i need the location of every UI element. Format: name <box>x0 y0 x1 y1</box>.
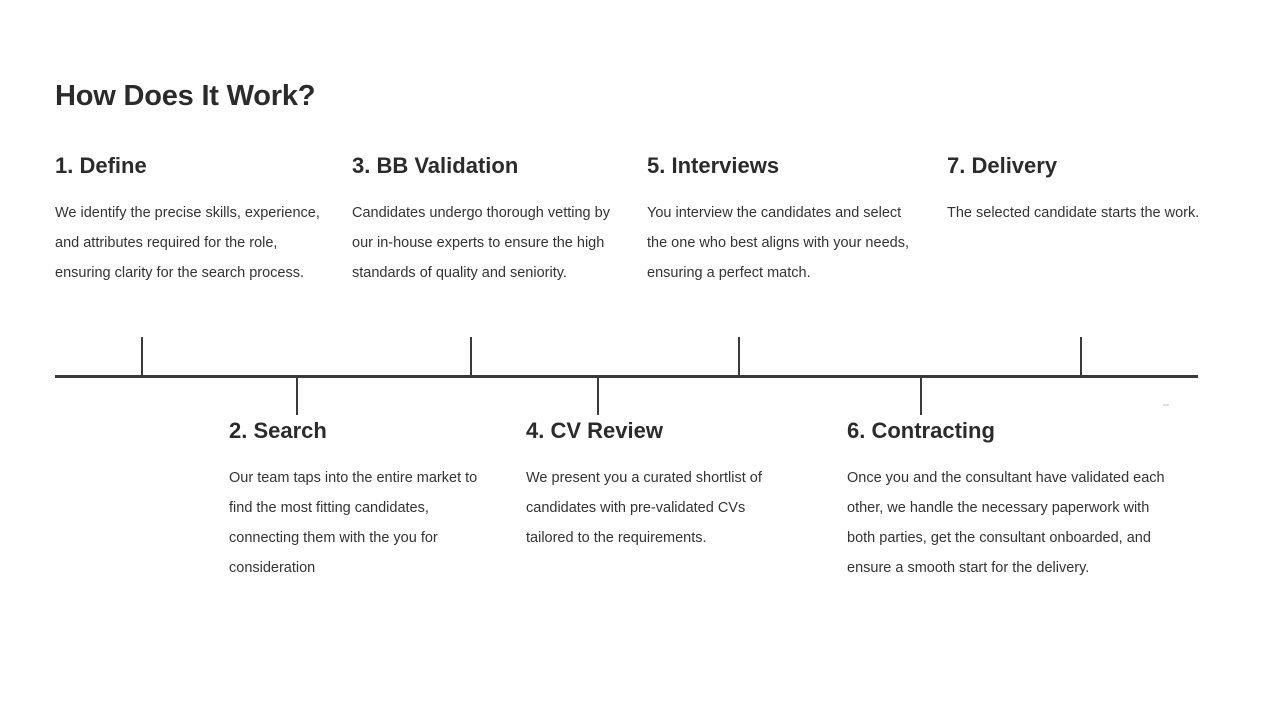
axis-artifact <box>1163 404 1169 406</box>
page-title: How Does It Work? <box>55 80 316 113</box>
step-body-3: Candidates undergo thorough vetting by o… <box>352 205 610 282</box>
step-title-7: 7. Delivery <box>947 153 1058 178</box>
step-block-5: 5. Interviews You interview the candidat… <box>647 153 915 288</box>
step-body-7: The selected candidate starts the work. <box>947 205 1200 222</box>
step-body-6: Once you and the consultant have validat… <box>847 470 1165 577</box>
step-body-1: We identify the precise skills, experien… <box>55 205 320 282</box>
timeline-tick-step-6 <box>920 378 922 415</box>
step-title-4: 4. CV Review <box>526 418 663 443</box>
step-title-3: 3. BB Validation <box>352 153 519 178</box>
step-block-7: 7. Delivery The selected candidate start… <box>947 153 1237 228</box>
step-title-6: 6. Contracting <box>847 418 995 443</box>
step-block-1: 1. Define We identify the precise skills… <box>55 153 323 288</box>
step-title-5: 5. Interviews <box>647 153 780 178</box>
step-body-4: We present you a curated shortlist of ca… <box>526 470 762 547</box>
timeline-tick-step-7 <box>1080 337 1082 377</box>
step-block-4: 4. CV Review We present you a curated sh… <box>526 418 776 553</box>
step-block-3: 3. BB Validation Candidates undergo thor… <box>352 153 614 288</box>
timeline-tick-step-2 <box>296 378 298 415</box>
timeline-tick-step-3 <box>470 337 472 377</box>
step-title-2: 2. Search <box>229 418 327 443</box>
step-body-5: You interview the candidates and select … <box>647 205 909 282</box>
timeline-tick-step-1 <box>141 337 143 377</box>
timeline-tick-step-5 <box>738 337 740 377</box>
step-block-6: 6. Contracting Once you and the consulta… <box>847 418 1177 583</box>
step-title-1: 1. Define <box>55 153 147 178</box>
step-block-2: 2. Search Our team taps into the entire … <box>229 418 479 583</box>
timeline-tick-step-4 <box>597 378 599 415</box>
step-body-2: Our team taps into the entire market to … <box>229 470 478 577</box>
timeline-axis <box>55 375 1198 378</box>
